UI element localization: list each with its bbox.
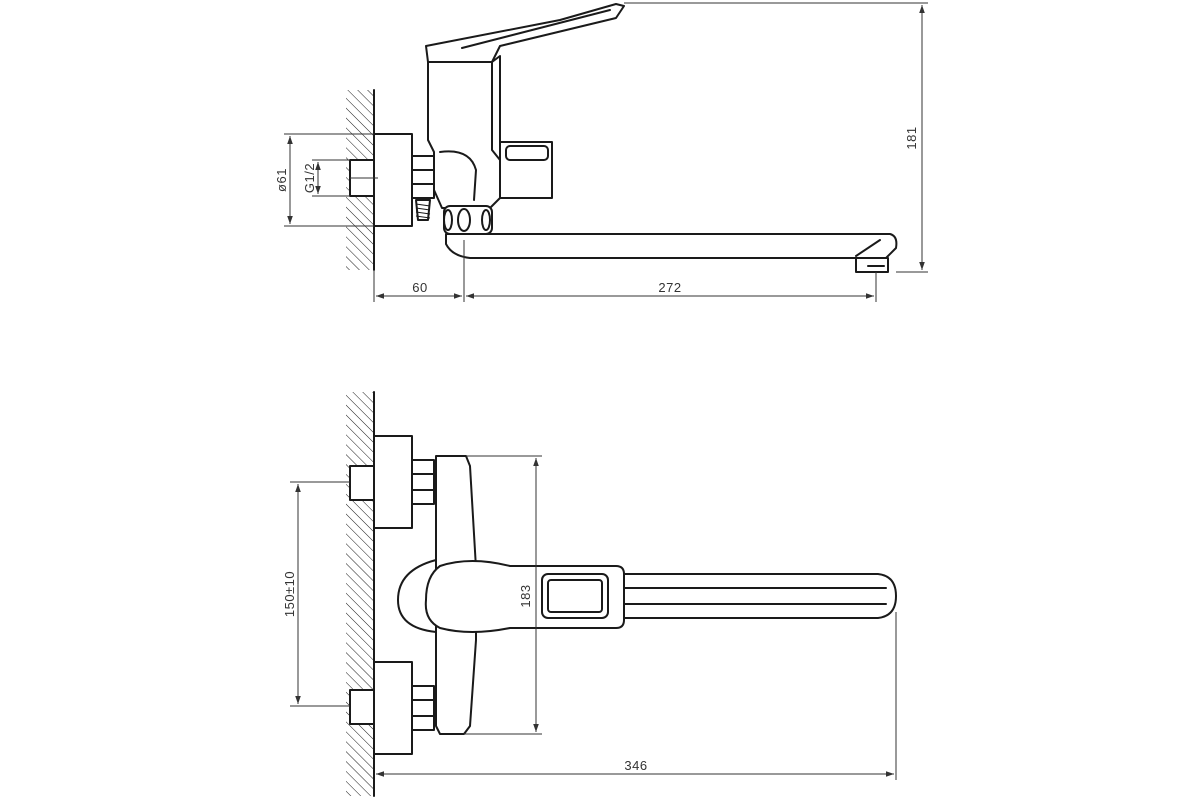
dim-label-spout-reach: 272 xyxy=(658,280,681,295)
dim-horizontal-side: 60 272 xyxy=(373,240,877,302)
wall-top xyxy=(346,391,375,797)
dim-total-length: 346 xyxy=(376,612,897,780)
fitting-top-lower xyxy=(349,661,435,755)
eccentric-fitting-side xyxy=(349,133,413,227)
side-view: ø61 G1/2 60 272 181 xyxy=(274,2,928,302)
dim-flange-diameter: ø61 xyxy=(274,133,374,227)
dim-body-height: 183 xyxy=(464,455,542,735)
dim-label-body-height: 183 xyxy=(518,584,533,607)
dim-total-height: 181 xyxy=(624,2,928,273)
top-view: 150±10 183 346 xyxy=(282,391,897,797)
fitting-top-upper xyxy=(349,435,435,529)
mixer-body-side xyxy=(425,3,625,209)
dim-label-total-height: 181 xyxy=(904,126,919,149)
handle-top xyxy=(424,560,625,633)
dim-label-total-length: 346 xyxy=(624,758,647,773)
dim-label-thread: G1/2 xyxy=(302,163,317,193)
spout-top xyxy=(623,573,897,619)
swivel-ring-side xyxy=(443,205,493,235)
dim-label-inlet-offset: 60 xyxy=(412,280,427,295)
dim-thread: G1/2 xyxy=(302,159,350,197)
dim-center-spacing: 150±10 xyxy=(282,481,350,707)
union-nut-side xyxy=(411,155,435,221)
dim-label-flange-diameter: ø61 xyxy=(274,168,289,192)
dim-label-center-spacing: 150±10 xyxy=(282,571,297,617)
spout-side xyxy=(445,233,898,273)
diverter-knob-side xyxy=(499,141,553,199)
